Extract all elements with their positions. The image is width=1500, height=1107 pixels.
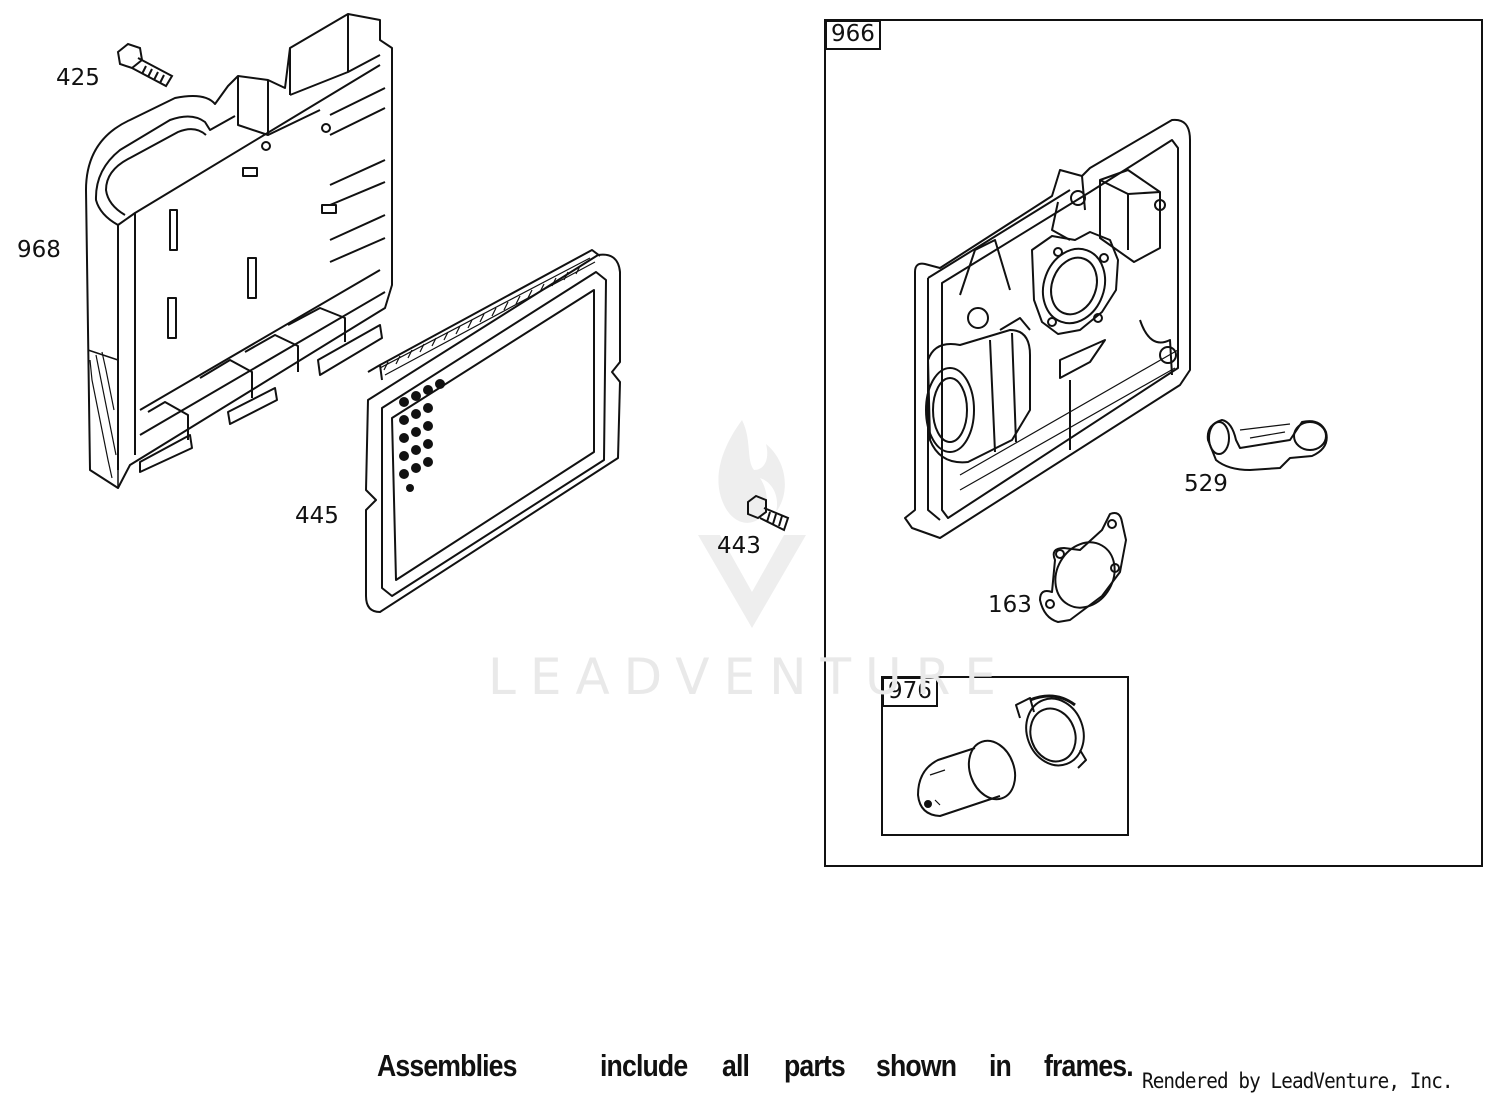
clamp-976 (1015, 694, 1087, 769)
air-cleaner-bracket-966 (904, 118, 1191, 539)
footer-word-frames: frames. (1044, 1048, 1134, 1083)
callout-529: 529 (1184, 471, 1228, 497)
filter-mesh (399, 379, 445, 492)
air-cleaner-base-968 (85, 13, 393, 489)
watermark-text: LEADVENTURE (488, 648, 1010, 706)
rendered-by-credit: Rendered by LeadVenture, Inc. (1142, 1069, 1454, 1093)
callout-968: 968 (17, 237, 61, 263)
nozzle-976 (917, 739, 1017, 817)
frame-label-976: 976 (882, 677, 938, 707)
frame-966 (824, 19, 1483, 867)
callout-425: 425 (56, 65, 100, 91)
footer-word-shown: shown (876, 1048, 957, 1083)
footer-word-in: in (989, 1048, 1012, 1083)
callout-445: 445 (295, 503, 339, 529)
frame-976 (881, 676, 1129, 836)
footer-word-assemblies: Assemblies (377, 1048, 517, 1083)
watermark-logo (698, 420, 806, 628)
tube-529 (1206, 419, 1328, 471)
callout-163: 163 (988, 592, 1032, 618)
filter-pleats-edge (383, 265, 581, 371)
callout-443: 443 (717, 533, 761, 559)
gasket-163 (1039, 512, 1127, 623)
footer-word-all: all (722, 1048, 750, 1083)
screw-443 (747, 494, 790, 532)
footer-word-include: include (600, 1048, 688, 1083)
air-filter-445 (365, 249, 621, 613)
screw-425 (116, 42, 174, 88)
frame-label-966: 966 (825, 20, 881, 50)
footer-word-parts: parts (784, 1048, 846, 1083)
